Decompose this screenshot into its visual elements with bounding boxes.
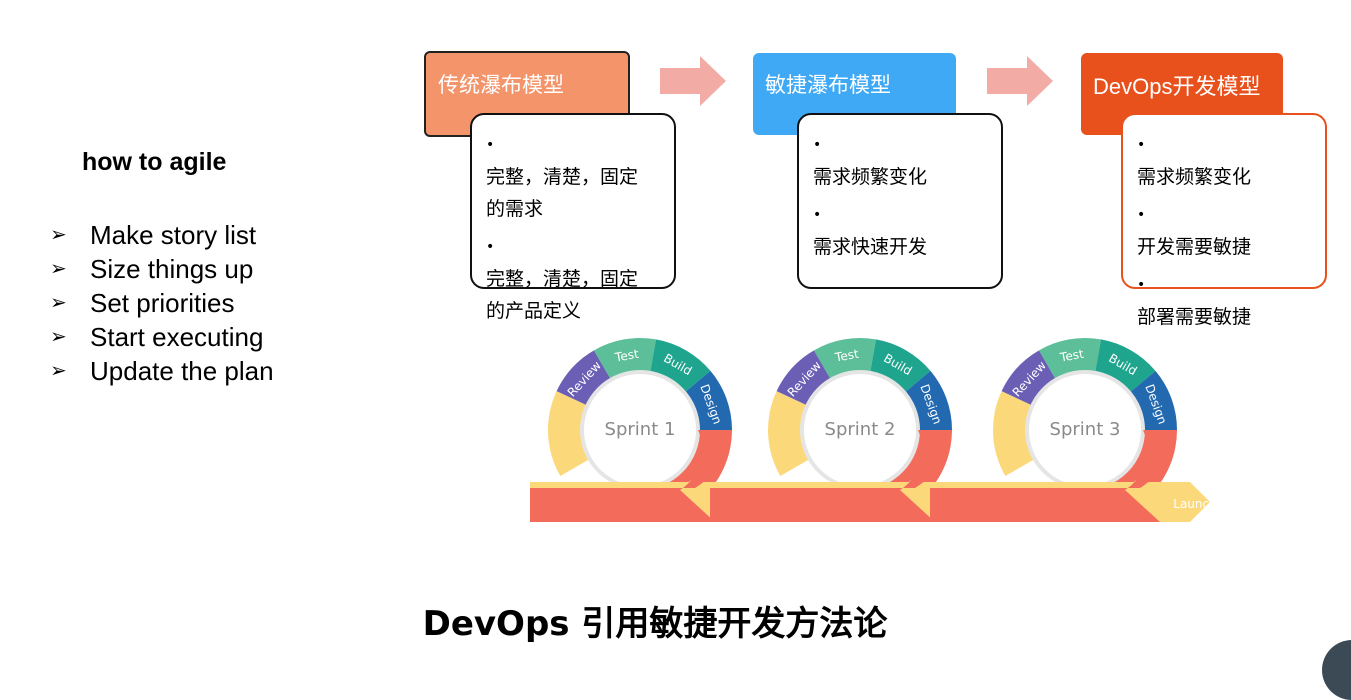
list-item: ➢Start executing (50, 322, 264, 352)
arrow-bullet-icon: ➢ (50, 224, 67, 246)
cycle-segment (768, 391, 810, 476)
phase-label: Test (613, 347, 640, 365)
list-item: ➢Size things up (50, 254, 254, 284)
cycle-segment (1039, 338, 1101, 380)
list-item: •需求快速开发 (813, 207, 928, 258)
cycle-segment (650, 339, 711, 393)
arrow-bullet-icon: ➢ (50, 258, 67, 280)
devops-model-details: •需求频繁变化 •开发需要敏捷 •部署需要敏捷 (1121, 113, 1327, 328)
cycle-segment (548, 391, 590, 476)
arrow-bullet-icon: ➢ (50, 326, 67, 348)
phase-label: Test (833, 347, 860, 365)
cycle-segment (776, 350, 831, 406)
list-item: •完整，清楚，固定的产品定义 (486, 239, 639, 322)
list-item: •开发需要敏捷 (1137, 207, 1252, 258)
cycle-segment (1001, 350, 1056, 406)
plan-ribbon (530, 430, 732, 522)
agile-steps-list: ➢Make story list ➢Size things up ➢Set pr… (50, 218, 274, 388)
agile-waterfall-model-details: •需求频繁变化 •需求快速开发 (797, 113, 1003, 289)
cycle-segment (870, 339, 931, 393)
flow-arrow-icon (987, 56, 1053, 106)
plan-ribbon (930, 430, 1177, 522)
sprint-label: Sprint 2 (825, 419, 896, 440)
sprint-cycle-diagram: ReviewTestBuildDesignPlanSprint 1ReviewT… (530, 338, 1217, 522)
list-item: •需求频繁变化 (1137, 137, 1252, 188)
list-item: •完整，清楚，固定的需求 (486, 137, 639, 220)
sprint-label: Sprint 1 (605, 419, 676, 440)
agile-heading: how to agile (82, 148, 227, 176)
corner-avatar-icon (1322, 640, 1351, 700)
sprint-label: Sprint 3 (1050, 419, 1121, 440)
list-item: ➢Make story list (50, 220, 257, 250)
list-item: ➢Update the plan (50, 356, 274, 386)
cycle-segment (1095, 339, 1156, 393)
arrow-bullet-icon: ➢ (50, 360, 67, 382)
flow-arrow-icon (660, 56, 726, 106)
cycle-segment (556, 350, 611, 406)
cycle-segment (814, 338, 876, 380)
cycle-segment (993, 391, 1035, 476)
list-item: ➢Set priorities (50, 288, 235, 318)
list-item: •需求频繁变化 (813, 137, 928, 188)
plan-ribbon (710, 430, 952, 522)
waterfall-model-details: •完整，清楚，固定的需求 •完整，清楚，固定的产品定义 (470, 113, 676, 322)
arrow-bullet-icon: ➢ (50, 292, 67, 314)
launch-label: Launch (1173, 497, 1216, 511)
page-title: DevOps 引用敏捷开发方法论 (422, 604, 888, 644)
cycle-segment (594, 338, 656, 380)
list-item: •部署需要敏捷 (1137, 277, 1252, 328)
phase-label: Test (1058, 347, 1085, 365)
